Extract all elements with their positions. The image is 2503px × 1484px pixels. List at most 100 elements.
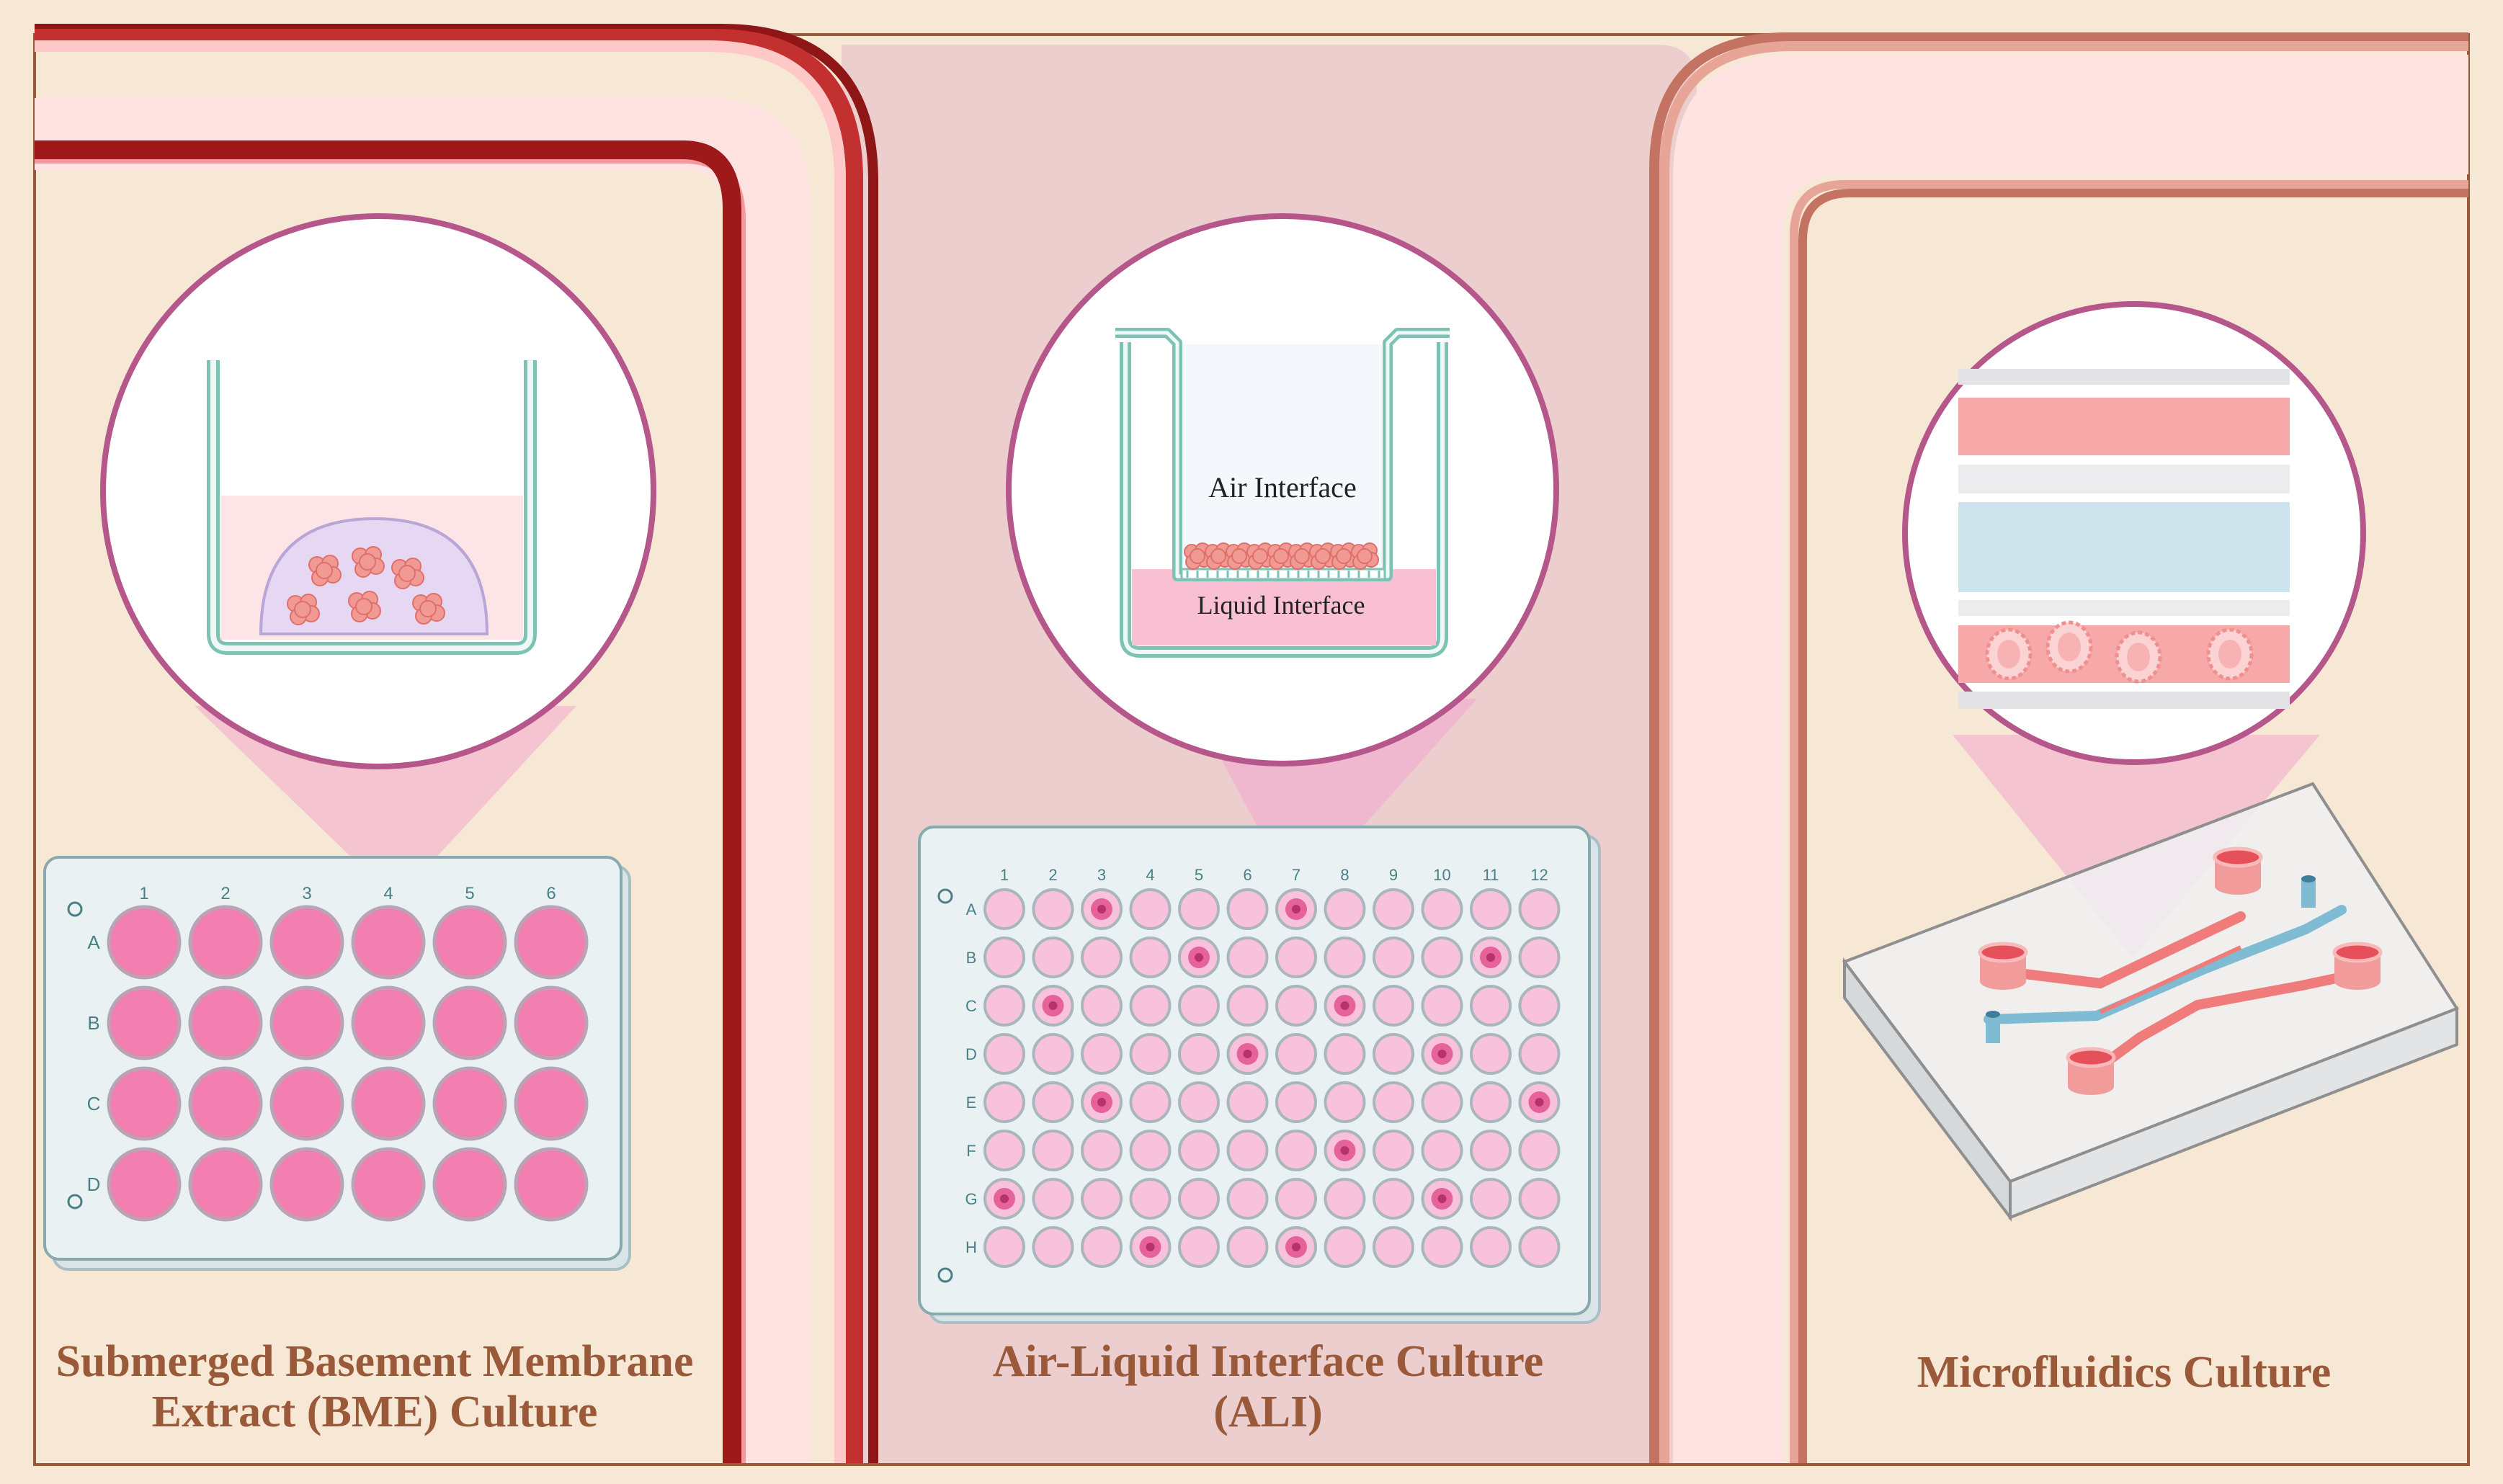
organoid-well-core (1340, 1001, 1349, 1010)
well (1421, 1081, 1463, 1123)
well (1081, 1226, 1123, 1268)
ali-lens: Air Interface Liquid Interface (1006, 213, 1559, 766)
well (1275, 1178, 1317, 1220)
well (1518, 1226, 1561, 1268)
well (1470, 1130, 1512, 1171)
well (1178, 985, 1220, 1027)
well (1081, 1033, 1123, 1075)
well (351, 985, 426, 1060)
ali-air (1183, 344, 1382, 572)
well (188, 905, 263, 980)
well (1178, 1130, 1220, 1171)
well (983, 937, 1025, 978)
well (1421, 937, 1463, 978)
well (1226, 937, 1269, 978)
well (1129, 937, 1172, 978)
micro-zoom-cone (1953, 735, 2320, 958)
chip-red-channel-lower (2088, 967, 2368, 1077)
well (1129, 1178, 1172, 1220)
column-label: 6 (546, 884, 556, 903)
organoid-well-core (1048, 1001, 1058, 1010)
well (1373, 1178, 1414, 1220)
row-label: B (87, 1012, 99, 1034)
organoid (352, 546, 385, 578)
well (514, 985, 589, 1060)
organoid-well-core (1292, 905, 1300, 913)
well (107, 985, 182, 1060)
well (1032, 1178, 1074, 1220)
row-label: C (87, 1093, 101, 1114)
bme-title-line2: Extract (BME) Culture (152, 1387, 598, 1436)
column-label: 4 (383, 884, 393, 903)
ali-title-line2: (ALI) (1213, 1387, 1323, 1436)
well (1275, 1033, 1317, 1075)
chip-red-channel (1991, 911, 2246, 989)
plate-notch (937, 1267, 953, 1283)
row-label: C (965, 997, 977, 1015)
well (1518, 1033, 1561, 1075)
well (351, 1066, 426, 1141)
well (188, 1066, 263, 1141)
lens-strip-grey (1958, 465, 2290, 493)
bme-well-wall-inner (210, 360, 533, 651)
column-label: 6 (1243, 866, 1252, 884)
lens-strip-red-top (1958, 398, 2290, 455)
well (1373, 888, 1414, 930)
organoid-well-core (1535, 1098, 1544, 1107)
row-label: A (966, 900, 977, 918)
well (269, 1147, 344, 1222)
column-label: 1 (1000, 866, 1009, 884)
organoid-well-core (1097, 905, 1106, 913)
well (1032, 1226, 1074, 1268)
chip-red-port (2066, 1047, 2116, 1095)
well (1324, 937, 1366, 978)
organoid-well-core (1437, 1050, 1447, 1058)
column-label: 7 (1292, 866, 1300, 884)
well (1470, 1033, 1512, 1075)
row-label: H (965, 1238, 977, 1256)
well (1129, 1081, 1172, 1123)
column-label: 5 (1195, 866, 1203, 884)
organoid-well-core (1195, 953, 1203, 962)
well (1129, 888, 1172, 930)
well (1226, 1178, 1269, 1220)
well (1032, 937, 1074, 978)
well (1081, 937, 1123, 978)
well (1470, 888, 1512, 930)
well (1373, 1226, 1414, 1268)
bme-title-line1: Submerged Basement Membrane (55, 1337, 693, 1386)
column-label: 1 (139, 884, 148, 903)
well (107, 1147, 182, 1222)
well (1421, 888, 1463, 930)
well (1373, 985, 1414, 1027)
well (1226, 1081, 1269, 1123)
bme-tube (35, 24, 878, 1463)
column-label: 8 (1340, 866, 1349, 884)
chip-red-port (2332, 942, 2383, 990)
plate-notch (67, 901, 83, 917)
micro-lens (1902, 301, 2366, 765)
well (1129, 1130, 1172, 1171)
row-label: D (965, 1045, 977, 1063)
organoid (348, 591, 381, 622)
well (1518, 1178, 1561, 1220)
porous-membrane (1180, 568, 1386, 581)
lens-strip-grey (1958, 692, 2290, 709)
well (1518, 985, 1561, 1027)
well (1226, 1226, 1269, 1268)
organoid (2115, 630, 2162, 684)
well (1032, 1081, 1074, 1123)
well (1470, 985, 1512, 1027)
well (1470, 1178, 1512, 1220)
organoid (308, 555, 342, 586)
chip-red-port (2213, 846, 2263, 895)
well (107, 1066, 182, 1141)
micro-tube (1649, 32, 2468, 1463)
organoid (391, 558, 424, 589)
micro-title: Microfluidics Culture (1917, 1348, 2332, 1397)
organoid-well-core (1097, 1098, 1106, 1107)
lens-strip-blue (1958, 502, 2290, 592)
well (1081, 1130, 1123, 1171)
ali-liquid (1132, 569, 1436, 645)
